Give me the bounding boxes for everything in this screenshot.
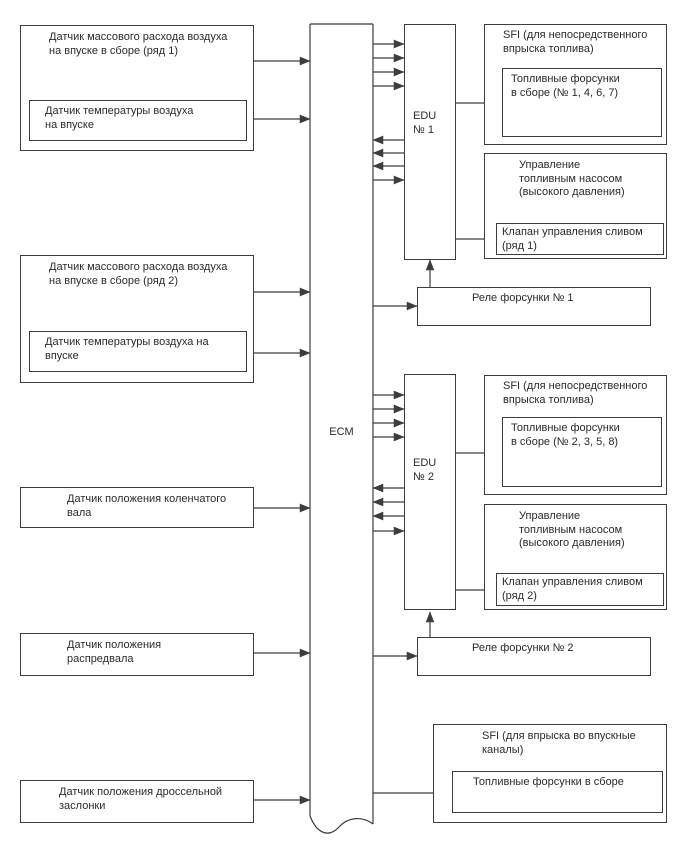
node-label: Датчик положения дроссельной [59,786,223,798]
node-label: заслонки [59,799,106,812]
node-label: Топливные форсунки в сборе [473,776,624,788]
node-label: Реле форсунки № 1 [472,292,574,304]
node-label: Управление [519,159,581,171]
node-spill-control-valve-bank1: Клапан управления сливом (ряд 1) [496,223,664,255]
node-label: распредвала [67,652,134,665]
node-label: на впуске [45,118,94,131]
node-label: на впуске в сборе (ряд 1) [49,44,179,57]
node-label: топливным насосом [519,172,623,185]
node-label: EDU [413,457,437,469]
node-iat-sensor-bank2: Датчик температуры воздуха на впуске [29,331,247,372]
node-label: SFI (для непосредственного [503,29,648,41]
node-label: (ряд 1) [502,239,537,252]
node-camshaft-position-sensor: Датчик положения распредвала [20,633,254,676]
node-label: Датчик температуры воздуха на [45,336,209,348]
node-label: № 1 [413,123,434,136]
node-edu1: EDU № 1 [404,24,456,260]
node-label: вала [67,506,92,519]
node-injector-relay1: Реле форсунки № 1 [417,287,651,326]
node-spill-control-valve-bank2: Клапан управления сливом (ряд 2) [496,573,664,606]
node-fuel-injectors-bank2: Топливные форсунки в сборе (№ 2, 3, 5, 8… [502,417,662,487]
node-label: Клапан управления сливом [502,576,643,588]
node-fuel-injectors-port: Топливные форсунки в сборе [452,771,663,813]
node-label: Управление [519,510,581,522]
node-label: Клапан управления сливом [502,226,643,238]
node-label: каналы) [482,743,524,756]
node-throttle-position-sensor: Датчик положения дроссельной заслонки [20,780,254,823]
node-label: Датчик положения коленчатого [67,493,227,505]
node-label: впуске [45,349,79,362]
node-label: (ряд 2) [502,589,537,602]
node-label: впрыска топлива) [503,393,594,406]
node-label: (высокого давления) [519,537,625,549]
node-label: Топливные форсунки [511,422,620,434]
node-label: на впуске в сборе (ряд 2) [49,274,179,287]
node-label: в сборе (№ 2, 3, 5, 8) [511,435,619,448]
node-label: впрыска топлива) [503,42,594,55]
node-crankshaft-position-sensor: Датчик положения коленчатого вала [20,487,254,528]
node-edu2: EDU № 2 [404,374,456,610]
node-label: в сборе (№ 1, 4, 6, 7) [511,86,619,99]
node-label: Топливные форсунки [511,73,620,85]
node-injector-relay2: Реле форсунки № 2 [417,637,651,676]
node-label: Датчик массового расхода воздуха [49,261,228,273]
node-label: Датчик массового расхода воздуха [49,31,228,43]
node-label: топливным насосом [519,523,623,536]
node-label: EDU [413,110,437,122]
node-iat-sensor-bank1: Датчик температуры воздуха на впуске [29,100,247,141]
node-label: Реле форсунки № 2 [472,642,574,654]
node-ecm-label: ECM [329,426,354,438]
node-label: SFI (для впрыска во впускные [482,730,636,742]
node-label: Датчик температуры воздуха [45,105,194,117]
node-label: (высокого давления) [519,186,625,198]
node-fuel-injectors-bank1: Топливные форсунки в сборе (№ 1, 4, 6, 7… [502,68,662,137]
node-label: SFI (для непосредственного [503,380,648,392]
node-label: Датчик положения [67,639,162,651]
node-label: № 2 [413,470,434,483]
